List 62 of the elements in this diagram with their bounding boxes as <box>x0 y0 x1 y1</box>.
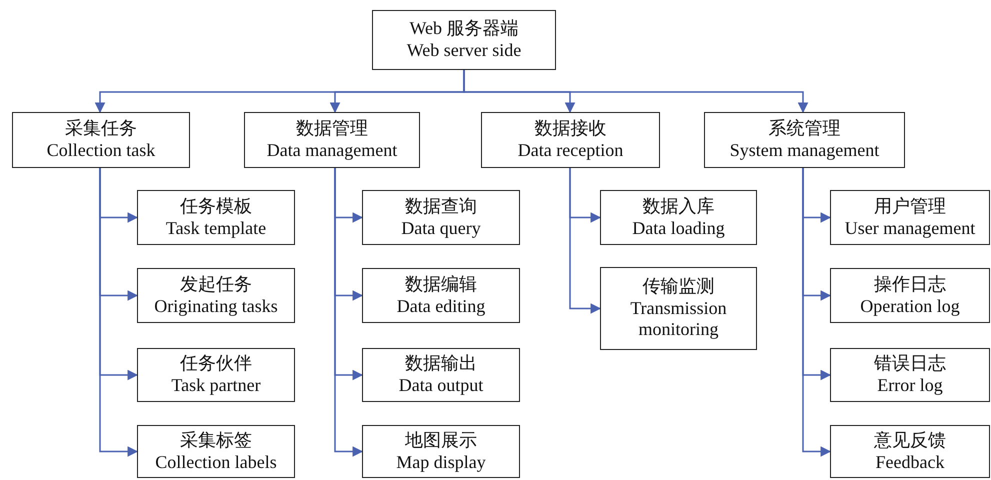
connector-arrow <box>463 70 808 114</box>
module-label: Web 服务器端 <box>409 18 519 40</box>
module-label: 地图展示 <box>405 430 477 452</box>
module-box <box>481 112 660 168</box>
module-box <box>137 190 295 245</box>
module-label: Data reception <box>518 140 624 162</box>
module-box <box>137 268 295 323</box>
module-label: Task template <box>166 218 266 240</box>
module-label: 任务伙伴 <box>180 353 252 375</box>
module-box <box>244 112 420 168</box>
connector-arrow <box>569 168 602 314</box>
module-box <box>362 190 520 245</box>
module-label: Data query <box>401 218 481 240</box>
module-label: 用户管理 <box>874 196 946 218</box>
module-label: 发起任务 <box>180 274 252 296</box>
connector-arrow <box>802 168 832 457</box>
module-label: Data editing <box>396 296 486 318</box>
module-box <box>830 348 990 402</box>
module-box <box>704 112 905 168</box>
module-label: User management <box>844 218 976 240</box>
module-box <box>600 190 757 245</box>
module-label: Map display <box>396 452 486 474</box>
module-box <box>362 425 520 478</box>
module-box <box>830 268 990 323</box>
module-box <box>362 348 520 402</box>
module-label: 系统管理 <box>768 118 840 140</box>
module-label: 传输监测 <box>642 276 714 298</box>
module-label: 数据管理 <box>296 118 368 140</box>
module-label: Transmission monitoring <box>629 298 728 341</box>
module-label: 数据编辑 <box>405 274 477 296</box>
module-box <box>137 425 295 478</box>
module-label: 数据输出 <box>405 353 477 375</box>
module-box <box>830 425 990 478</box>
module-label: 采集任务 <box>65 118 137 140</box>
module-label: 意见反馈 <box>874 430 946 452</box>
module-box <box>600 267 757 350</box>
module-label: Web server side <box>406 40 522 62</box>
module-label: Data loading <box>632 218 725 240</box>
module-box <box>12 112 190 168</box>
module-box <box>372 10 556 70</box>
module-label: Collection labels <box>155 452 277 474</box>
module-label: 任务模板 <box>180 196 252 218</box>
module-box <box>362 268 520 323</box>
module-label: Data management <box>266 140 398 162</box>
module-label: 采集标签 <box>180 430 252 452</box>
module-box <box>137 348 295 402</box>
module-label: Error log <box>877 375 943 397</box>
module-label: Data output <box>398 375 484 397</box>
module-label: System management <box>730 140 880 162</box>
module-box <box>830 190 990 245</box>
module-label: Feedback <box>876 452 944 474</box>
module-label: 数据查询 <box>405 196 477 218</box>
module-label: Operation log <box>860 296 960 318</box>
module-label: 数据接收 <box>534 118 606 140</box>
module-label: 操作日志 <box>874 274 946 296</box>
module-label: Task partner <box>171 375 261 397</box>
module-label: Originating tasks <box>154 296 278 318</box>
module-label: 数据入库 <box>642 196 714 218</box>
connector-arrow <box>99 168 138 457</box>
connector-arrow <box>334 168 364 457</box>
module-label: Collection task <box>46 140 156 162</box>
module-label: 错误日志 <box>874 353 946 375</box>
